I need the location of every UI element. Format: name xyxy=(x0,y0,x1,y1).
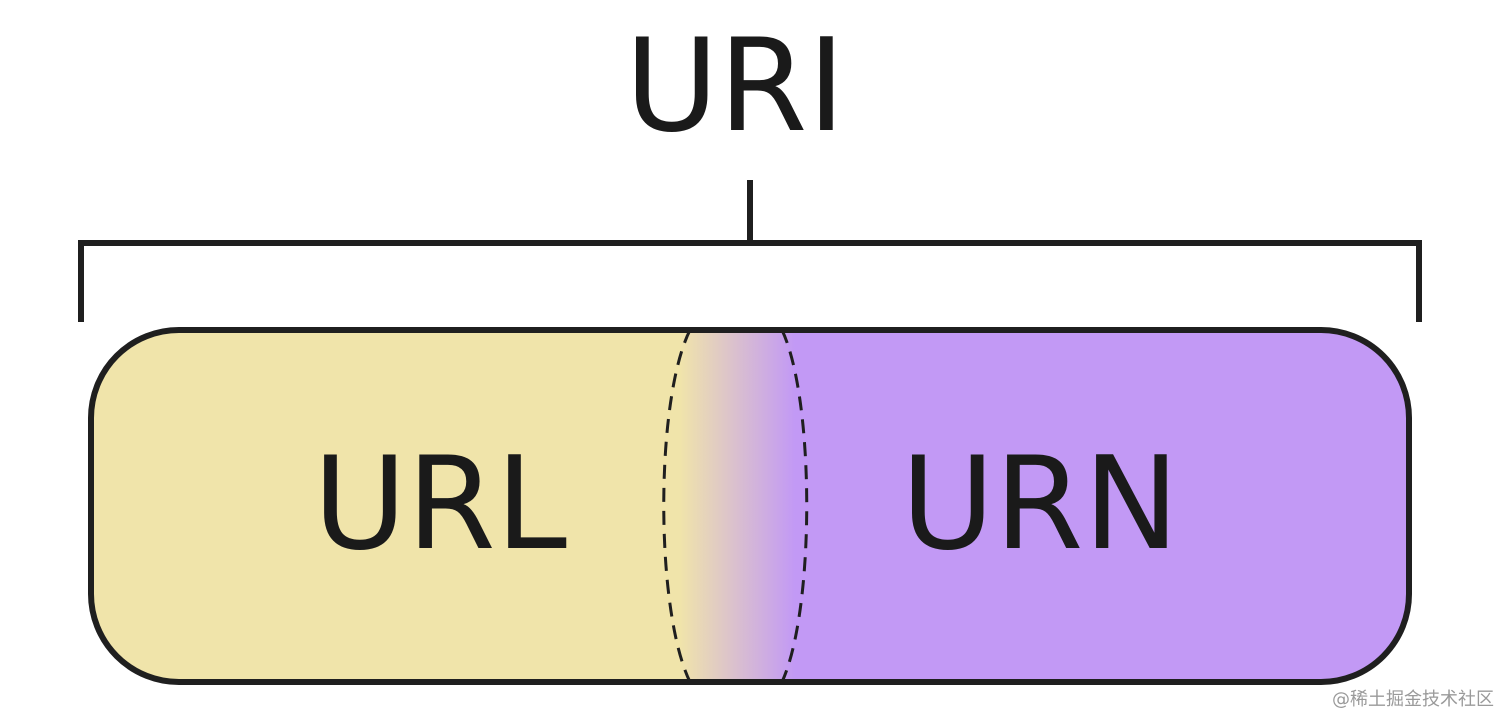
overlap-dashes xyxy=(662,329,809,683)
url-segment xyxy=(91,330,720,682)
urn-label: URN xyxy=(901,430,1179,579)
uri-bracket xyxy=(78,180,1422,322)
overlap-right-dash xyxy=(780,329,809,683)
pill-fills xyxy=(91,330,1409,682)
uri-title: URI xyxy=(625,12,845,161)
watermark-text: @稀土掘金技术社区 xyxy=(1332,689,1494,710)
url-label: URL xyxy=(313,430,567,579)
urn-segment xyxy=(720,330,1409,682)
pill-outline xyxy=(88,327,1412,685)
overlap-region xyxy=(680,330,795,682)
